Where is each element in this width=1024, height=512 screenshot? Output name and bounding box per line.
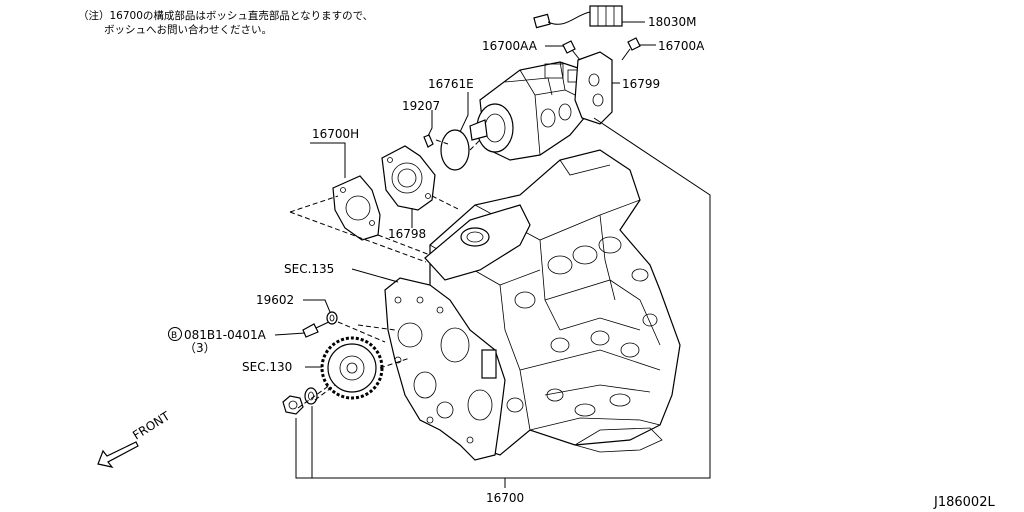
injection-pump xyxy=(469,61,596,161)
leader-lines xyxy=(274,21,656,368)
label-16799: 16799 xyxy=(622,77,660,91)
label-front: FRONT xyxy=(130,409,173,443)
assembly-lines xyxy=(289,139,481,409)
bolt-symbol-icon xyxy=(168,327,182,341)
bolt-and-washer-19602 xyxy=(302,311,338,338)
front-plate xyxy=(384,277,506,461)
key-19207 xyxy=(423,134,434,148)
label-16798: 16798 xyxy=(388,227,426,241)
sprocket xyxy=(320,336,384,400)
label-16700h: 16700H xyxy=(312,127,359,141)
label-16700aa: 16700AA xyxy=(482,39,538,53)
plate-16798 xyxy=(381,145,436,211)
bolt-16700aa xyxy=(562,40,581,61)
label-bolt-symbol: B xyxy=(171,331,177,341)
bracket-line-16700 xyxy=(295,117,711,479)
gasket-16700h xyxy=(332,175,381,241)
harness-18030m xyxy=(533,5,623,29)
bracket-16799 xyxy=(574,51,613,125)
label-16700: 16700 xyxy=(486,491,524,505)
label-19602: 19602 xyxy=(256,293,294,307)
note-line-1: （注）16700の構成部品はボッシュ直売部品となりますので、 xyxy=(78,10,374,22)
label-18030m: 18030M xyxy=(648,15,697,29)
note-line-2: ボッシュへお問い合わせください。 xyxy=(104,24,272,36)
o-ring-16761e xyxy=(440,129,470,171)
label-bolt-qty: （3） xyxy=(184,341,216,355)
front-arrow-icon xyxy=(97,441,139,468)
diagram-id: J186002L xyxy=(933,495,995,510)
bolt-16700a xyxy=(621,37,641,61)
nut-and-washer xyxy=(282,387,318,415)
label-bolt: 081B1-0401A xyxy=(184,328,267,342)
label-sec135: SEC.135 xyxy=(284,262,334,276)
label-sec130: SEC.130 xyxy=(242,360,292,374)
label-16700a: 16700A xyxy=(658,39,705,53)
label-16761e: 16761E xyxy=(428,77,474,91)
label-19207: 19207 xyxy=(402,99,440,113)
